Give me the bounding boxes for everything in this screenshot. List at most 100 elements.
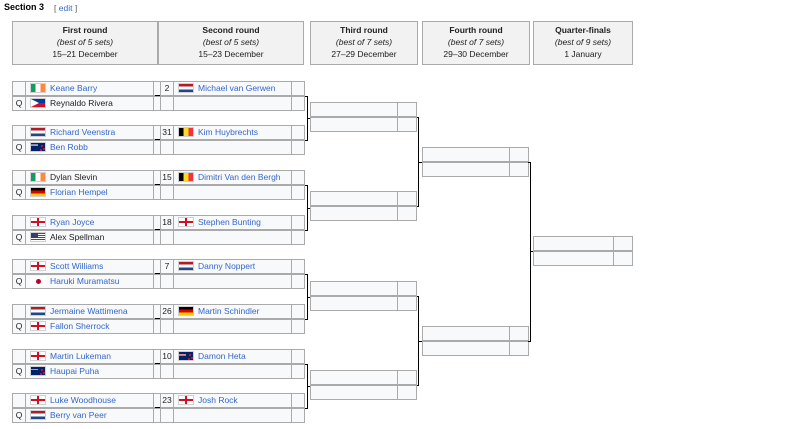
name-cell: [533, 236, 614, 251]
player-name[interactable]: Danny Noppert: [198, 261, 256, 271]
flag-germany-icon: [178, 306, 194, 316]
player-name[interactable]: Damon Heta: [198, 351, 246, 361]
bracket-line: [305, 319, 308, 320]
seed-cell: 10: [160, 349, 174, 364]
player-name[interactable]: Ryan Joyce: [50, 217, 95, 227]
score-cell: [397, 117, 417, 132]
round-name: Second round: [202, 25, 260, 35]
player-name[interactable]: Florian Hempel: [50, 187, 108, 197]
seed-cell: 26: [160, 304, 174, 319]
flag-belgium-icon: [178, 127, 194, 137]
seed-cell: Q: [12, 230, 26, 245]
name-cell: Ben Robb: [25, 140, 154, 155]
bracket-line: [307, 297, 310, 298]
seed-cell: [160, 408, 174, 423]
seed-cell: [12, 349, 26, 364]
player-name[interactable]: Scott Williams: [50, 261, 104, 271]
seed-cell: [12, 125, 26, 140]
player-name[interactable]: Haruki Muramatsu: [50, 276, 120, 286]
name-cell: [173, 274, 292, 289]
score-cell: [291, 364, 305, 379]
seed-cell: [12, 215, 26, 230]
edit-bracket-close: ]: [74, 3, 78, 13]
name-cell: [173, 96, 292, 111]
seed-cell: [12, 393, 26, 408]
name-cell: Stephen Bunting: [173, 215, 292, 230]
player-name[interactable]: Haupai Puha: [50, 366, 100, 376]
player-name[interactable]: Ben Robb: [50, 142, 88, 152]
seed-cell: 23: [160, 393, 174, 408]
flag-philippines-icon: [30, 98, 46, 108]
flag-england-icon: [30, 217, 46, 227]
name-cell: Scott Williams: [25, 259, 154, 274]
bracket-line: [418, 162, 422, 163]
player-name[interactable]: Kim Huybrechts: [198, 127, 258, 137]
player-name[interactable]: Stephen Bunting: [198, 217, 261, 227]
name-cell: Haupai Puha: [25, 364, 154, 379]
score-cell: [291, 81, 305, 96]
score-cell: [291, 140, 305, 155]
player-name[interactable]: Jermaine Wattimena: [50, 306, 128, 316]
score-cell: [291, 319, 305, 334]
player-name: Dylan Slevin: [50, 172, 98, 182]
name-cell: [422, 341, 510, 356]
edit-link[interactable]: edit: [58, 3, 73, 13]
bracket-line: [305, 408, 308, 409]
score-cell: [397, 102, 417, 117]
score-cell: [291, 259, 305, 274]
edit-link-wrapper: [ edit ]: [54, 3, 77, 13]
score-cell: [291, 170, 305, 185]
bracket-line: [305, 140, 308, 141]
player-name[interactable]: Martin Lukeman: [50, 351, 111, 361]
round-name: Quarter-finals: [555, 25, 611, 35]
score-cell: [397, 385, 417, 400]
flag-netherlands-icon: [178, 83, 194, 93]
player-name[interactable]: Martin Schindler: [198, 306, 260, 316]
bracket-line: [307, 118, 310, 119]
seed-cell: [160, 364, 174, 379]
flag-netherlands-icon: [30, 127, 46, 137]
bracket-line: [418, 341, 422, 342]
name-cell: Haruki Muramatsu: [25, 274, 154, 289]
bracket-line: [155, 139, 160, 140]
score-cell: [397, 296, 417, 311]
name-cell: Ryan Joyce: [25, 215, 154, 230]
flag-newzealand-icon: [30, 142, 46, 152]
name-cell: [173, 185, 292, 200]
name-cell: Keane Barry: [25, 81, 154, 96]
player-name: Reynaldo Rivera: [50, 98, 113, 108]
player-name[interactable]: Fallon Sherrock: [50, 321, 110, 331]
round-name: Fourth round: [449, 25, 503, 35]
bracket-line: [155, 229, 160, 230]
name-cell: Josh Rock: [173, 393, 292, 408]
bracket-line: [530, 162, 531, 342]
player-name[interactable]: Richard Veenstra: [50, 127, 116, 137]
player-name[interactable]: Berry van Peer: [50, 410, 107, 420]
seed-cell: [12, 170, 26, 185]
score-cell: [509, 162, 529, 177]
bracket-line: [305, 96, 308, 97]
player-name[interactable]: Michael van Gerwen: [198, 83, 276, 93]
player-name[interactable]: Josh Rock: [198, 395, 238, 405]
name-cell: [310, 206, 398, 221]
seed-cell: Q: [12, 140, 26, 155]
bracket-line: [305, 230, 308, 231]
score-cell: [397, 191, 417, 206]
name-cell: Florian Hempel: [25, 185, 154, 200]
name-cell: [173, 364, 292, 379]
round-date: 27–29 December: [331, 49, 397, 59]
round-header-4: Fourth round(best of 7 sets)29–30 Decemb…: [422, 21, 530, 65]
flag-usa-icon: [30, 232, 46, 242]
score-cell: [397, 206, 417, 221]
round-name: Third round: [340, 25, 388, 35]
name-cell: [173, 140, 292, 155]
round-sets: (best of 9 sets): [554, 37, 612, 47]
player-name[interactable]: Dimitri Van den Bergh: [198, 172, 281, 182]
bracket-line: [305, 185, 308, 186]
bracket-line: [307, 386, 310, 387]
player-name[interactable]: Keane Barry: [50, 83, 98, 93]
name-cell: [422, 326, 510, 341]
score-cell: [291, 125, 305, 140]
player-name[interactable]: Luke Woodhouse: [50, 395, 117, 405]
seed-cell: 2: [160, 81, 174, 96]
